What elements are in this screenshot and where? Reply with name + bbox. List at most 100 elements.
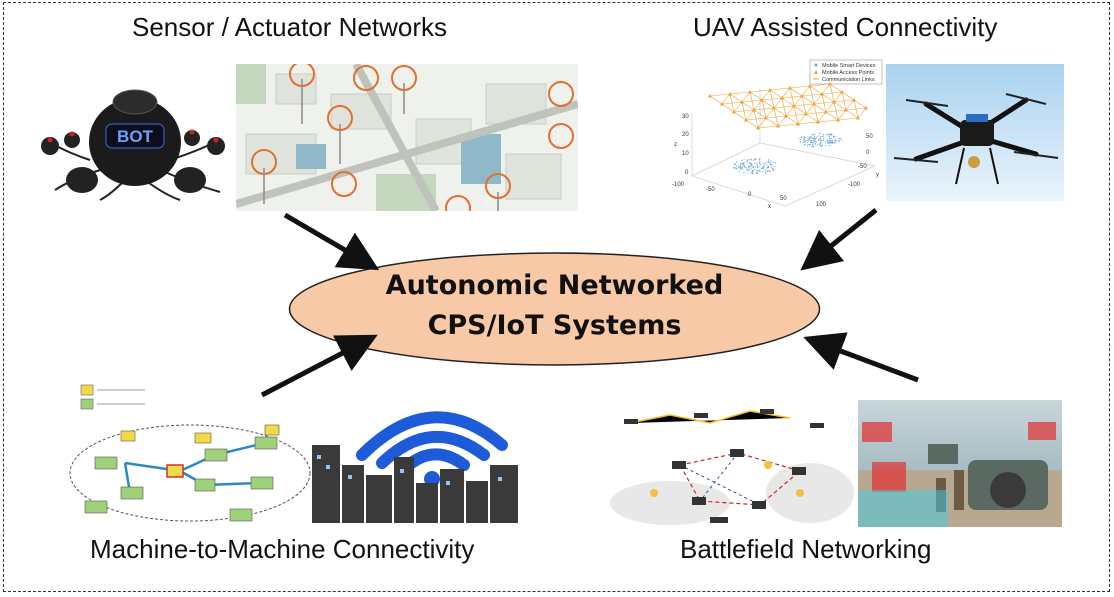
smart-device-point	[762, 167, 764, 169]
smart-city-sensor-map	[236, 64, 578, 211]
smart-device-point	[828, 138, 831, 140]
smart-device-clusters	[733, 132, 843, 175]
smart-device-point	[820, 145, 822, 147]
smart-device-point	[809, 144, 811, 146]
smart-device-point	[756, 164, 758, 166]
access-point-marker	[760, 98, 764, 102]
smart-device-point	[754, 162, 756, 164]
mesh-link	[769, 89, 783, 99]
smart-device-point	[754, 158, 756, 160]
smart-device-point	[808, 140, 810, 142]
smart-device-point	[834, 142, 836, 144]
y-tick-0: 0	[866, 150, 870, 156]
smart-device-point	[765, 162, 767, 164]
access-point-marker	[740, 100, 744, 104]
smart-device-point	[811, 137, 813, 139]
mesh-link	[765, 107, 775, 119]
access-point-marker	[764, 116, 768, 120]
smart-device-point	[771, 166, 773, 168]
mesh-link	[721, 93, 731, 105]
smart-device-point	[740, 163, 742, 165]
access-point-marker	[816, 120, 820, 124]
smart-device-point	[761, 168, 763, 170]
smart-device-point	[751, 163, 753, 165]
smart-device-point	[769, 162, 771, 164]
smart-device-point	[807, 144, 809, 146]
mesh-link	[833, 91, 843, 103]
smart-device-point	[828, 144, 831, 147]
mesh-link	[709, 95, 723, 105]
smart-device-point	[736, 161, 738, 163]
legend-communication-links: Communication Links	[822, 77, 875, 83]
bot-label: BOT	[117, 127, 154, 146]
smart-device-point	[739, 165, 741, 167]
mesh-link	[805, 111, 827, 115]
smart-device-point	[757, 166, 759, 168]
smart-device-point	[748, 166, 750, 168]
smart-device-point	[768, 160, 770, 162]
smart-device-point	[804, 141, 806, 143]
smart-device-point	[766, 164, 768, 166]
smart-device-point	[823, 137, 825, 139]
mesh-link	[805, 113, 819, 123]
mesh-link	[761, 89, 771, 101]
mesh-link	[733, 101, 743, 113]
mesh-link	[845, 99, 855, 111]
smart-device-point	[733, 163, 735, 165]
mesh-link	[857, 107, 867, 119]
smart-device-point	[802, 141, 804, 144]
smart-device-point	[758, 162, 761, 164]
smart-device-point	[826, 139, 828, 141]
smart-device-point	[747, 159, 749, 161]
mesh-link	[757, 125, 779, 129]
x-tick-100: 100	[816, 202, 827, 208]
smart-device-point	[832, 135, 834, 137]
smart-device-point	[798, 138, 800, 140]
mesh-link	[753, 107, 775, 111]
smart-device-point	[834, 140, 836, 142]
smart-device-point	[746, 161, 748, 163]
smart-device-point	[813, 136, 816, 138]
mesh-link	[741, 99, 763, 103]
smart-device-point	[824, 141, 826, 143]
smart-device-point	[743, 162, 745, 164]
smart-device-point	[832, 142, 834, 144]
smart-device-point	[803, 138, 805, 140]
mesh-link	[733, 111, 747, 121]
mesh-link	[741, 101, 755, 111]
mesh-link	[777, 115, 787, 127]
smart-device-point	[835, 140, 837, 142]
mesh-link	[781, 95, 803, 99]
access-point-marker	[844, 108, 848, 112]
z-axis-label: z	[674, 142, 677, 148]
smart-device-point	[741, 162, 743, 164]
smart-device-point	[838, 138, 840, 140]
smart-device-point	[800, 137, 803, 139]
mesh-link	[801, 95, 815, 105]
smart-device-point	[811, 145, 813, 147]
smart-device-point	[751, 166, 753, 168]
smart-device-point	[828, 134, 830, 136]
smart-device-point	[830, 133, 833, 135]
smart-device-point	[804, 143, 807, 145]
caption-machine-to-machine-connectivity: Machine-to-Machine Connectivity	[90, 534, 475, 564]
access-point-marker	[836, 118, 840, 122]
smart-device-point	[838, 141, 840, 143]
mesh-link	[829, 83, 843, 93]
smart-device-point	[819, 144, 821, 146]
hub-ellipse-shape	[288, 252, 821, 366]
smart-device-point	[810, 140, 813, 142]
smart-device-point	[808, 138, 810, 140]
access-point-marker	[788, 86, 792, 90]
z-tick-30: 30	[682, 114, 689, 120]
robot-bot-illustration: BOT	[41, 89, 225, 201]
smart-device-point	[736, 165, 738, 167]
smart-device-point	[774, 162, 776, 164]
smart-device-point	[827, 140, 829, 142]
smart-device-point	[751, 171, 753, 173]
smart-device-point	[769, 170, 771, 172]
smart-device-point	[765, 171, 767, 173]
smart-device-point	[733, 167, 735, 169]
smart-device-point	[760, 163, 762, 166]
mesh-link	[781, 97, 795, 107]
